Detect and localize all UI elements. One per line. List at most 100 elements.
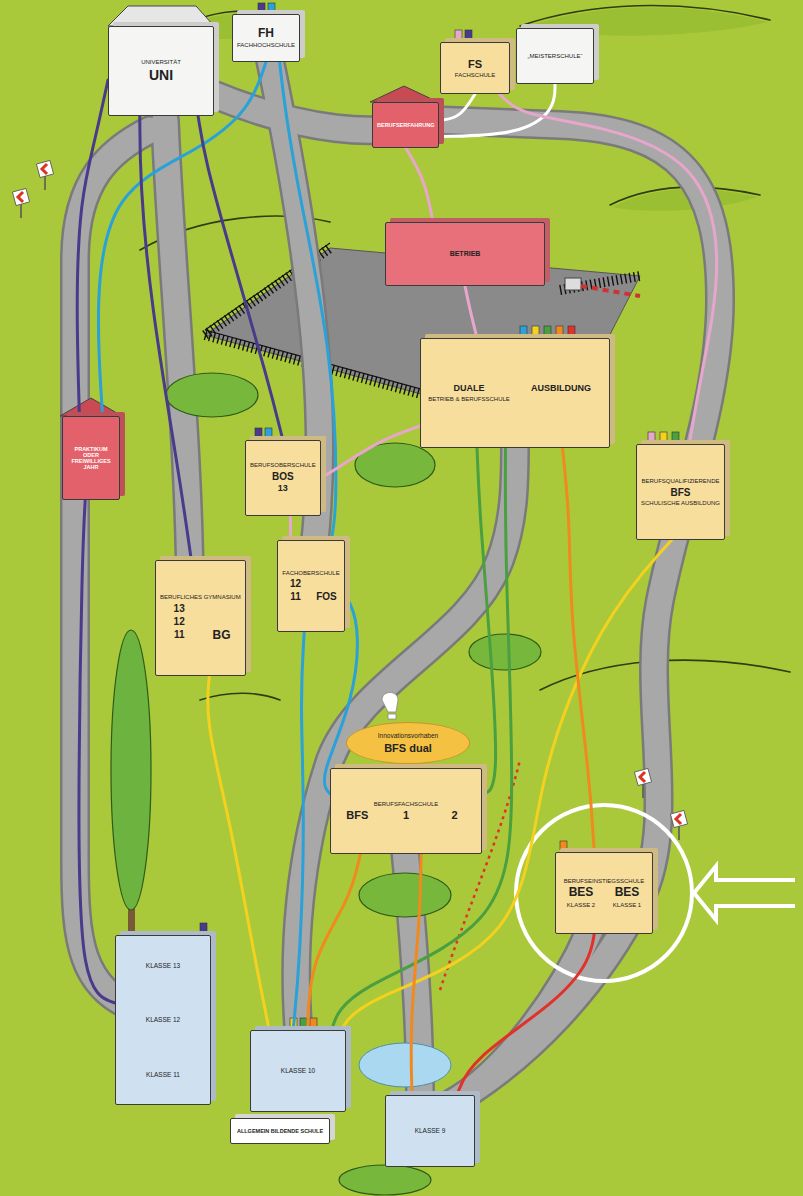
node-label: DUALE [454,384,485,394]
road [75,60,720,1110]
bush [166,373,258,417]
flag [258,3,265,12]
road-sign [676,814,681,824]
route-line [406,148,433,222]
road-sign [36,160,53,177]
barrier [565,278,640,296]
highlight-circle [516,805,692,981]
node-label: AUSBILDUNG [531,384,591,394]
route-line [198,116,283,440]
node-label: FACHSCHULE [455,72,495,79]
grade-13-building: KLASSE 13KLASSE 12KLASSE 11 [115,935,211,1105]
flag [660,432,667,441]
node-label: BERUFSEINSTIEGSSCHULE [564,878,645,885]
road-sign [12,188,29,205]
route-line [293,632,304,1030]
route-line [477,448,496,794]
node-label: FS [468,58,482,70]
school-sign: ALLGEMEIN BILDENDE SCHULE [230,1118,330,1144]
node-label: BETRIEB & BERUFSSCHULE [428,396,510,403]
flag [556,326,563,335]
flag [465,30,472,39]
flag [544,326,551,335]
road [75,130,150,1010]
node-label: UNI [149,68,173,83]
route-line [289,516,292,540]
flag [648,432,655,441]
route-line [308,854,361,1030]
bush [166,373,541,1195]
road [75,60,720,1110]
node-label: KLASSE 9 [415,1127,446,1134]
node-label: BERUFSOBERSCHULE [250,462,316,469]
node-label: BERUFSERFAHRUNG [377,122,434,128]
node-label: BES [569,886,594,899]
route-line [457,934,594,1095]
node-label: 1 [403,809,409,821]
poplar-tree [111,630,151,944]
master-school: „MEISTERSCHULE“ [516,28,594,84]
node-label: BFS dual [384,742,432,754]
technical-school: FS FACHSCHULE [440,42,510,94]
route-line [208,676,269,1030]
roof [60,398,122,416]
node-label: PRAKTIKUM ODER FREIWILLIGES JAHR [67,446,115,470]
node-label: BG [213,629,231,642]
route-line [563,448,595,852]
flag [568,326,575,335]
node-label: KLASSE 11 [146,1071,180,1078]
roof [370,86,438,102]
road-sign [670,810,687,827]
flag [200,923,207,932]
node-label: FH [258,27,274,40]
node-label: ALLGEMEIN BILDENDE SCHULE [237,1128,323,1134]
node-label: 2 [452,809,458,821]
node-label: FACHOBERSCHULE [282,570,339,577]
grade-10-building: KLASSE 10 [250,1030,346,1112]
node-label: UNIVERSITÄT [141,59,181,66]
lake [359,1043,451,1087]
bush [469,634,541,670]
node-label: BFS [671,487,691,498]
internship-gate: PRAKTIKUM ODER FREIWILLIGES JAHR [62,416,120,500]
innovation-bubble: InnovationsvorhabenBFS dual [346,722,470,764]
node-label: „MEISTERSCHULE“ [527,53,582,60]
flag [520,326,527,335]
bg-building: BERUFLICHES GYMNASIUM131211BG [155,560,246,676]
bush [339,1165,431,1195]
node-label: KLASSE 2 [567,902,595,909]
company-building: BETRIEB [385,222,545,286]
innovation-icon [382,693,398,713]
flag [455,30,462,39]
roof [108,6,214,26]
poplar-tree [111,630,151,910]
road-sign [640,772,645,782]
flag [265,428,272,437]
node-label: KLASSE 10 [281,1067,315,1074]
node-label: 12 [174,616,185,627]
flag [268,3,275,12]
node-label: 11 [290,591,301,602]
vocational-school: BERUFSQUALIFIZIERENDEBFSSCHULISCHE AUSBI… [636,444,725,540]
node-label: BERUFSQUALIFIZIERENDE [642,478,720,485]
node-label: BETRIEB [450,250,481,258]
node-label: KLASSE 1 [613,902,641,909]
road-sign [36,160,53,190]
dual-training-building: DUALE BETRIEB & BERUFSSCHULE AUSBILDUNG [420,338,610,448]
barrier [581,286,640,296]
pointer-arrow [694,866,795,920]
innovation-icon [388,714,396,719]
fos-building: FACHOBERSCHULE1211FOS [277,540,345,632]
node-label: BERUFSFACHSCHULE [374,801,439,808]
node-label: BERUFLICHES GYMNASIUM [160,594,241,601]
node-label: 13 [174,603,185,614]
company-yard [560,276,640,290]
experience-gate: BERUFSERFAHRUNG [372,102,439,148]
node-label: 13 [278,484,288,494]
node-label: 12 [290,578,301,589]
flag [300,1018,307,1027]
node-label: KLASSE 13 [146,962,180,969]
route-line [79,500,115,1003]
